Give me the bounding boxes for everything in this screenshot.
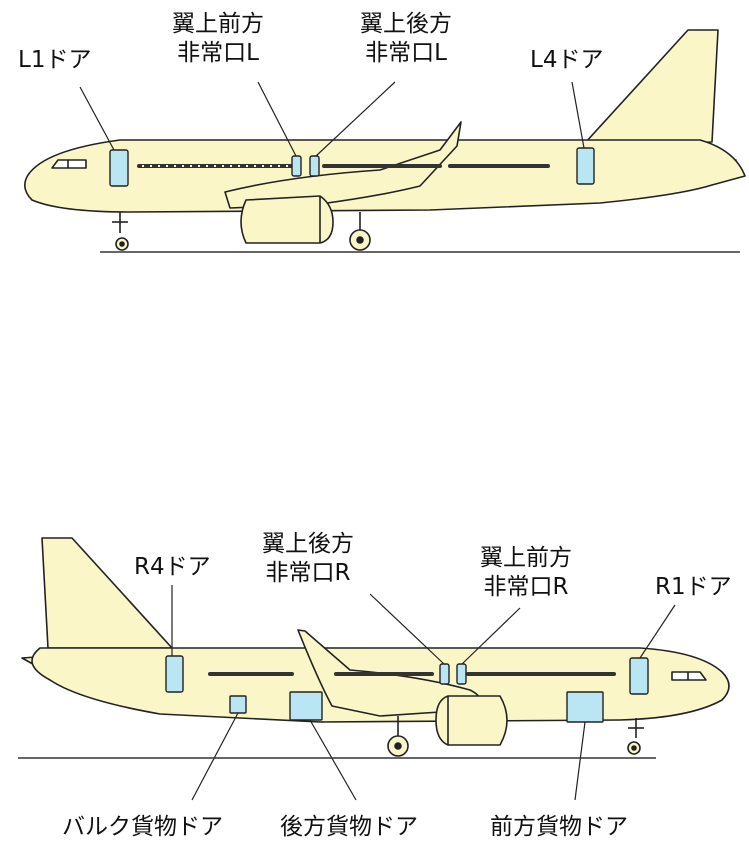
label-line1: 翼上前方	[480, 545, 572, 571]
label-line2: 非常口L	[365, 40, 447, 66]
label-line1: 翼上後方	[360, 11, 452, 37]
label-fwd-cargo-door: 前方貨物ドア	[490, 814, 628, 840]
aircraft-left-side-view	[24, 29, 746, 253]
r1-door	[629, 657, 649, 695]
label-r1-door: R1ドア	[655, 574, 732, 600]
label-overwing-rear-exit-l: 翼上後方 非常口L	[360, 10, 452, 68]
label-line1: 翼上後方	[262, 531, 354, 557]
aft-cargo-door	[289, 691, 323, 721]
label-bulk-cargo-door: バルク貨物ドア	[62, 814, 223, 840]
label-aft-cargo-door: 後方貨物ドア	[280, 814, 418, 840]
label-r4-door: R4ドア	[134, 554, 211, 580]
overwing-front-exit-l	[291, 155, 302, 177]
label-line2: 非常口R	[265, 560, 351, 586]
label-overwing-front-exit-l: 翼上前方 非常口L	[172, 10, 264, 68]
label-overwing-front-exit-r: 翼上前方 非常口R	[480, 544, 572, 602]
cockpit-window	[671, 671, 707, 681]
label-line1: 翼上前方	[172, 11, 264, 37]
engine	[435, 695, 508, 746]
wing	[224, 121, 462, 209]
l4-door	[576, 147, 595, 185]
r4-door	[165, 655, 184, 693]
label-l1-door: L1ドア	[18, 47, 92, 73]
label-l4-door: L4ドア	[530, 47, 604, 73]
cockpit-window	[51, 159, 87, 169]
label-line2: 非常口L	[177, 40, 259, 66]
l1-door	[109, 149, 129, 187]
bulk-cargo-door	[229, 695, 247, 714]
label-line2: 非常口R	[483, 574, 569, 600]
overwing-rear-exit-r	[439, 663, 450, 685]
label-overwing-rear-exit-r: 翼上後方 非常口R	[262, 530, 354, 588]
overwing-rear-exit-l	[309, 155, 320, 177]
fwd-cargo-door	[566, 691, 604, 723]
engine	[240, 195, 334, 244]
overwing-front-exit-r	[456, 663, 467, 685]
